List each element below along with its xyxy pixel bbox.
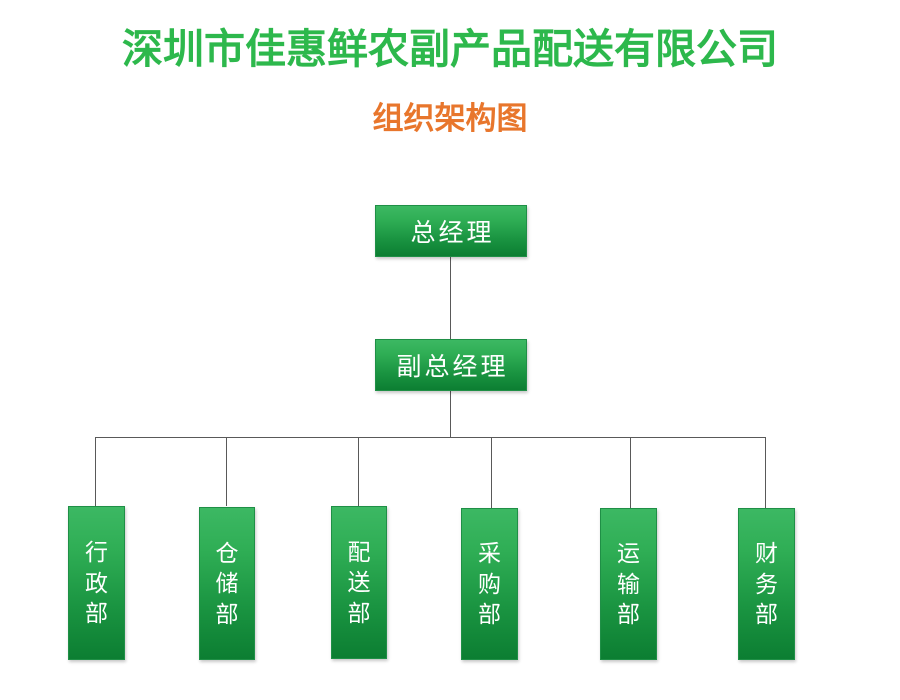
org-node-deputy-general-manager[interactable]: 副总经理 <box>375 339 527 391</box>
company-title: 深圳市佳惠鲜农副产品配送有限公司 <box>122 26 778 72</box>
org-node-label: 行政部 <box>85 539 108 627</box>
org-node-label: 采购部 <box>478 540 501 628</box>
org-node-label: 仓储部 <box>215 539 239 627</box>
chart-subtitle: 组织架构图 <box>372 101 528 136</box>
connector-drop-dept-2 <box>226 437 227 506</box>
org-node-purchasing-dept[interactable]: 采购部 <box>461 508 518 660</box>
connector-gm-to-dgm <box>450 257 451 339</box>
org-node-label: 财务部 <box>755 540 778 628</box>
connector-drop-dept-3 <box>358 437 359 506</box>
connector-horizontal-bus <box>95 437 766 438</box>
org-node-distribution-dept[interactable]: 配送部 <box>331 506 387 659</box>
org-node-transport-dept[interactable]: 运输部 <box>600 508 657 660</box>
connector-drop-dept-4 <box>491 437 492 508</box>
org-node-label: 总经理 <box>410 219 495 247</box>
connector-dgm-to-bus <box>450 390 451 437</box>
org-node-finance-dept[interactable]: 财务部 <box>738 508 795 660</box>
connector-drop-dept-6 <box>765 437 766 508</box>
connector-drop-dept-1 <box>95 437 96 506</box>
org-node-label: 配送部 <box>347 538 371 626</box>
org-node-administration-dept[interactable]: 行政部 <box>68 506 125 660</box>
org-node-label: 运输部 <box>617 540 640 628</box>
org-node-label: 副总经理 <box>396 353 509 381</box>
org-node-warehouse-dept[interactable]: 仓储部 <box>199 507 255 660</box>
org-node-general-manager[interactable]: 总经理 <box>375 205 527 257</box>
connector-drop-dept-5 <box>630 437 631 508</box>
